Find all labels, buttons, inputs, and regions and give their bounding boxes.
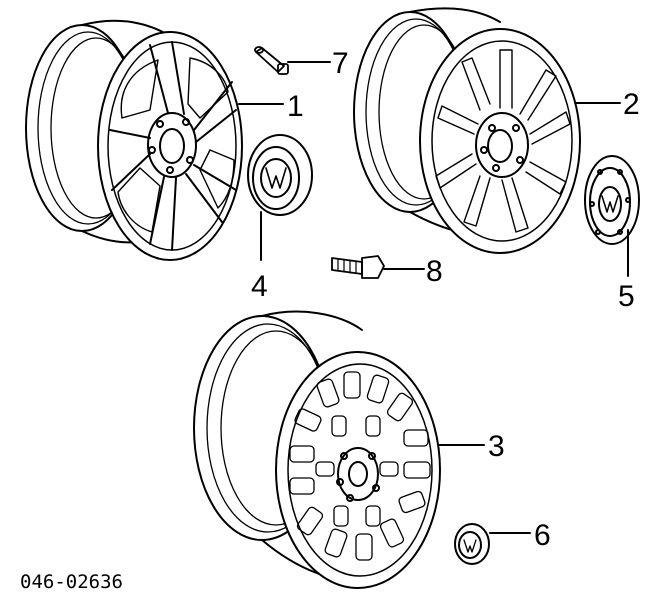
callout-3: 3	[488, 430, 505, 463]
vw-logo-icon	[265, 167, 287, 189]
valve-stem	[254, 46, 289, 75]
leader-lines	[238, 61, 629, 534]
center-cap-large	[247, 134, 313, 216]
wheel1-front-rim	[97, 31, 243, 261]
wheel-five-spoke	[25, 19, 243, 261]
wheel2-hub	[475, 112, 529, 178]
wheel2-front-rim	[419, 28, 581, 254]
callout-7: 7	[332, 47, 349, 80]
hub-cover	[584, 155, 640, 245]
diagram-part-number: 046-02636	[20, 571, 123, 593]
wheel3-front-rim	[275, 351, 441, 589]
callout-2: 2	[623, 88, 640, 121]
vw-logo-icon	[463, 539, 477, 553]
callout-6: 6	[534, 519, 551, 552]
center-cap-small	[454, 523, 490, 565]
wheel-bolt	[331, 255, 385, 279]
wheel-multi-spoke	[353, 7, 581, 254]
callout-8: 8	[426, 255, 443, 288]
callout-5: 5	[618, 280, 635, 313]
wheel3-hub	[337, 447, 379, 501]
callout-1: 1	[287, 90, 304, 123]
wheel1-hub	[147, 112, 197, 178]
vw-logo-icon	[601, 195, 619, 213]
callout-4: 4	[251, 270, 268, 303]
wheel-lattice	[193, 310, 441, 589]
